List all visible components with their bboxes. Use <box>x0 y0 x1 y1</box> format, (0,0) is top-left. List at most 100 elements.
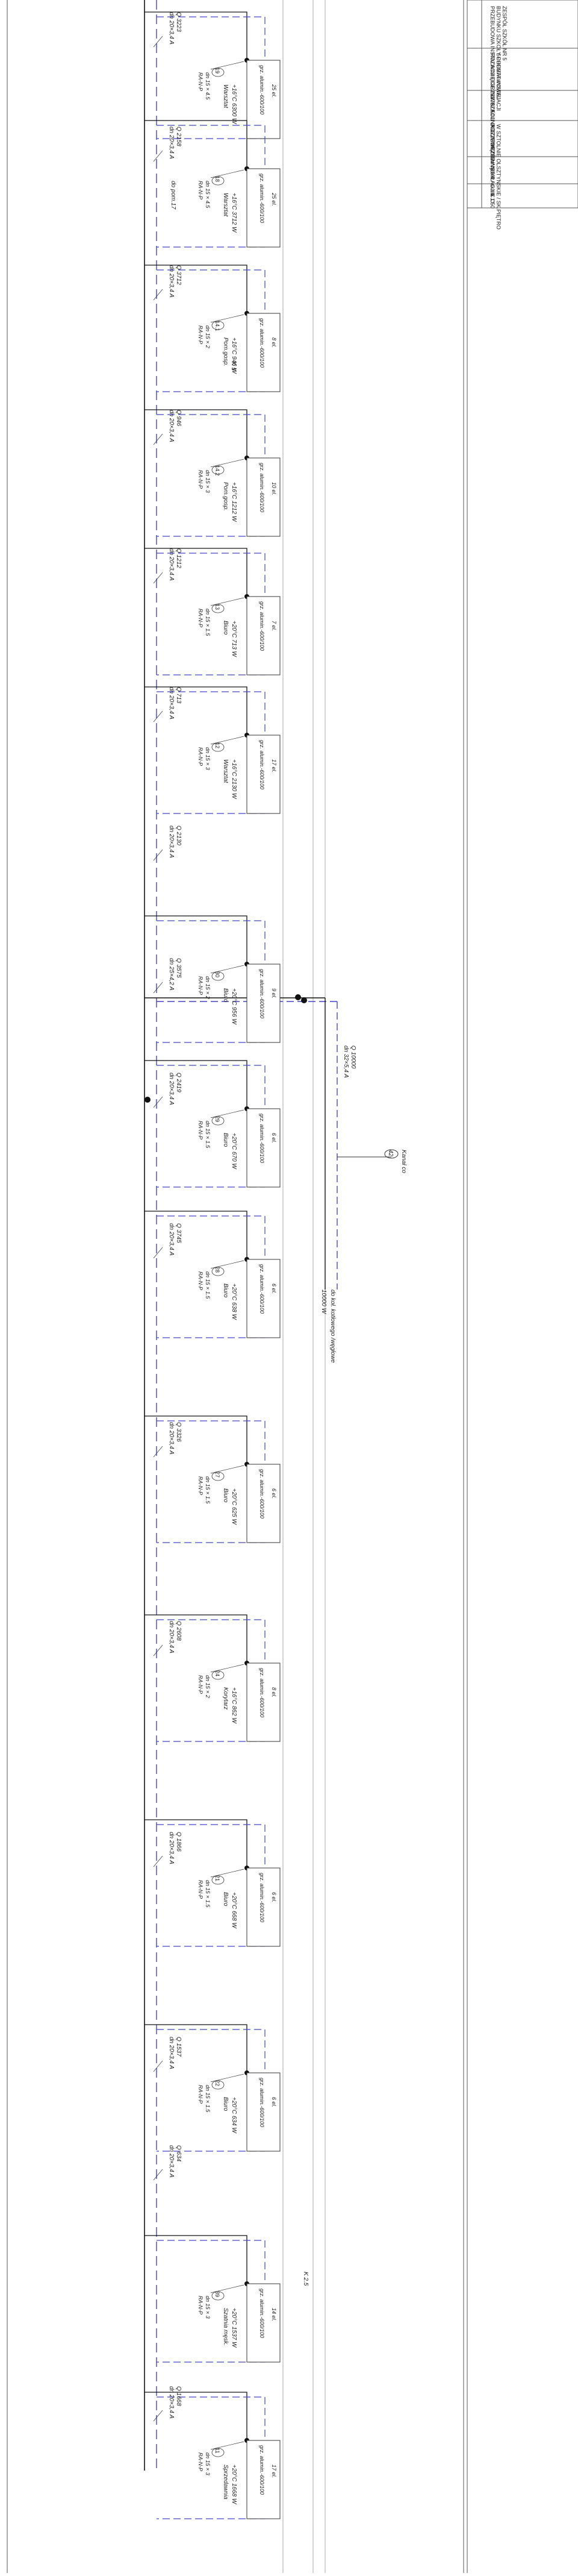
pipe-size: dn 20×3,4 A <box>168 826 175 858</box>
radiator-body <box>246 1662 281 1742</box>
valve-type: RA-N-P <box>197 976 204 995</box>
room-number: 27 <box>214 1471 220 1478</box>
supply-branch <box>144 2024 247 2073</box>
leader-line <box>210 314 244 323</box>
supply-branch <box>144 2392 247 2440</box>
pipe-flow: Q 634 <box>175 2145 182 2162</box>
radiator-model: grz. alumin.-600/100 <box>259 2445 265 2495</box>
pipe-label-leader <box>153 982 163 994</box>
supply-branch <box>144 686 247 735</box>
room-temp-power: +20°C 1537 W <box>231 2308 237 2348</box>
pipe-label-leader <box>153 2060 163 2072</box>
radiator-model: grz. alumin.-600/100 <box>259 65 265 114</box>
pipe-flow: Q 3712 <box>175 265 182 285</box>
room-temp-power: +16°C 946 W <box>231 337 237 374</box>
valve-diameter: dn 15 × 2 <box>205 976 211 999</box>
supply-branch <box>144 120 247 169</box>
pipe-label-leader <box>153 1096 163 1108</box>
junction-node <box>144 1097 151 1103</box>
room-temp-power: +16°C 6300 W <box>231 84 237 125</box>
pipe-label-leader <box>153 2169 163 2181</box>
pipe-label-leader <box>153 289 163 301</box>
junction-node <box>301 997 307 1003</box>
radiator-sections: 6 el. <box>271 1133 277 1143</box>
room-number: 39 <box>214 2291 220 2297</box>
valve-type: RA-N-P <box>197 2085 204 2104</box>
room-temp-power: +20°C 668 W <box>231 1892 237 1929</box>
leader-line <box>210 1664 244 1673</box>
pipe-size: dn 20×3,4 A <box>168 2386 175 2419</box>
pipe-flow: Q 1866 <box>175 1832 182 1852</box>
room-name: Pom.gosp. <box>222 482 229 511</box>
pipe-flow: Q 713 <box>175 687 182 704</box>
radiator-model: grz. alumin.-600/100 <box>259 1668 265 1717</box>
pipe-label-leader <box>153 150 163 162</box>
room-name: Biuro <box>222 1892 229 1907</box>
pipe-flow: Q 3326 <box>175 1422 182 1442</box>
pipe-size: dn 20×3,4 A <box>168 1422 175 1455</box>
room-temp-power: +16°C 1212 W <box>231 482 237 522</box>
room-temp-power: +20°C 1668 W <box>231 2465 237 2505</box>
radiator-body <box>246 1464 281 1543</box>
k-marker-upper: K 5 <box>230 362 237 371</box>
title-subject-line: SCHEMAT INSTALACJI <box>496 53 502 111</box>
room-name: Biuro <box>222 2097 229 2111</box>
radiator-body <box>246 168 281 248</box>
valve-diameter: dn 15 × 2 <box>205 325 211 348</box>
leader-line <box>210 2284 244 2293</box>
pipe-label-leader <box>153 1855 163 1867</box>
pipe-size: dn 20×3,4 A <box>168 1073 175 1105</box>
room-temp-power: +16°C 2130 W <box>231 759 237 800</box>
room-number: 30 <box>214 971 220 977</box>
room-number: 14.1 <box>214 321 220 331</box>
valve-diameter: dn 15 × 3 <box>205 2452 211 2475</box>
valve-type: RA-N-P <box>197 181 204 199</box>
room-temp-power: +16°C 862 W <box>231 1687 237 1724</box>
title-sheet-no: 9 <box>489 193 496 196</box>
valve-type: RA-N-P <box>197 325 204 344</box>
pipe-label-leader <box>153 710 163 722</box>
valve-diameter: dn 15 × 1.5 <box>205 609 211 636</box>
pipe-size: dn 20×3,4 A <box>168 410 175 442</box>
valve-type: RA-N-P <box>197 1675 204 1694</box>
main-pipe-label: dn 32×5,4 A <box>343 1045 349 1078</box>
valve-diameter: dn 15 × 4.5 <box>205 181 211 208</box>
valve-type: RA-N-P <box>197 747 204 766</box>
radiator-sections: 6 el. <box>271 2097 277 2107</box>
room-number-badge <box>211 321 225 330</box>
radiator-sections: 6 el. <box>271 1488 277 1499</box>
pipe-size: dn 20×3,4 A <box>168 1621 175 1653</box>
radiator-model: grz. alumin.-600/100 <box>259 318 265 368</box>
radiator-body <box>246 2072 281 2152</box>
room-number-badge <box>211 742 225 752</box>
radiator-model: grz. alumin.-600/100 <box>259 1114 265 1163</box>
radiator-model: grz. alumin.-600/100 <box>259 2289 265 2338</box>
radiator-body <box>246 2283 281 2363</box>
pipe-size: dn 20×3,4 A <box>168 265 175 298</box>
leader-line <box>210 1260 244 1269</box>
leader-line <box>210 169 244 178</box>
room-name: Warsztat <box>222 193 229 217</box>
pipe-flow: Q 1668 <box>175 2386 182 2406</box>
valve-type: RA-N-P <box>197 1121 204 1139</box>
valve-diameter: dn 15 × 1.5 <box>205 1476 211 1504</box>
room-name: Sprzedawnia <box>222 2465 229 2499</box>
pipe-size: dn 20×3,4 A <box>168 1223 175 1256</box>
title-block: PRZEBUDOWA INSTALACJI OGRZEWCZEJ BUDYNKU… <box>489 6 508 230</box>
room-name: Warsztat <box>222 84 229 108</box>
room-number-badge <box>211 1116 225 1126</box>
supply-branch <box>144 548 247 597</box>
main-pipes <box>144 0 391 2471</box>
